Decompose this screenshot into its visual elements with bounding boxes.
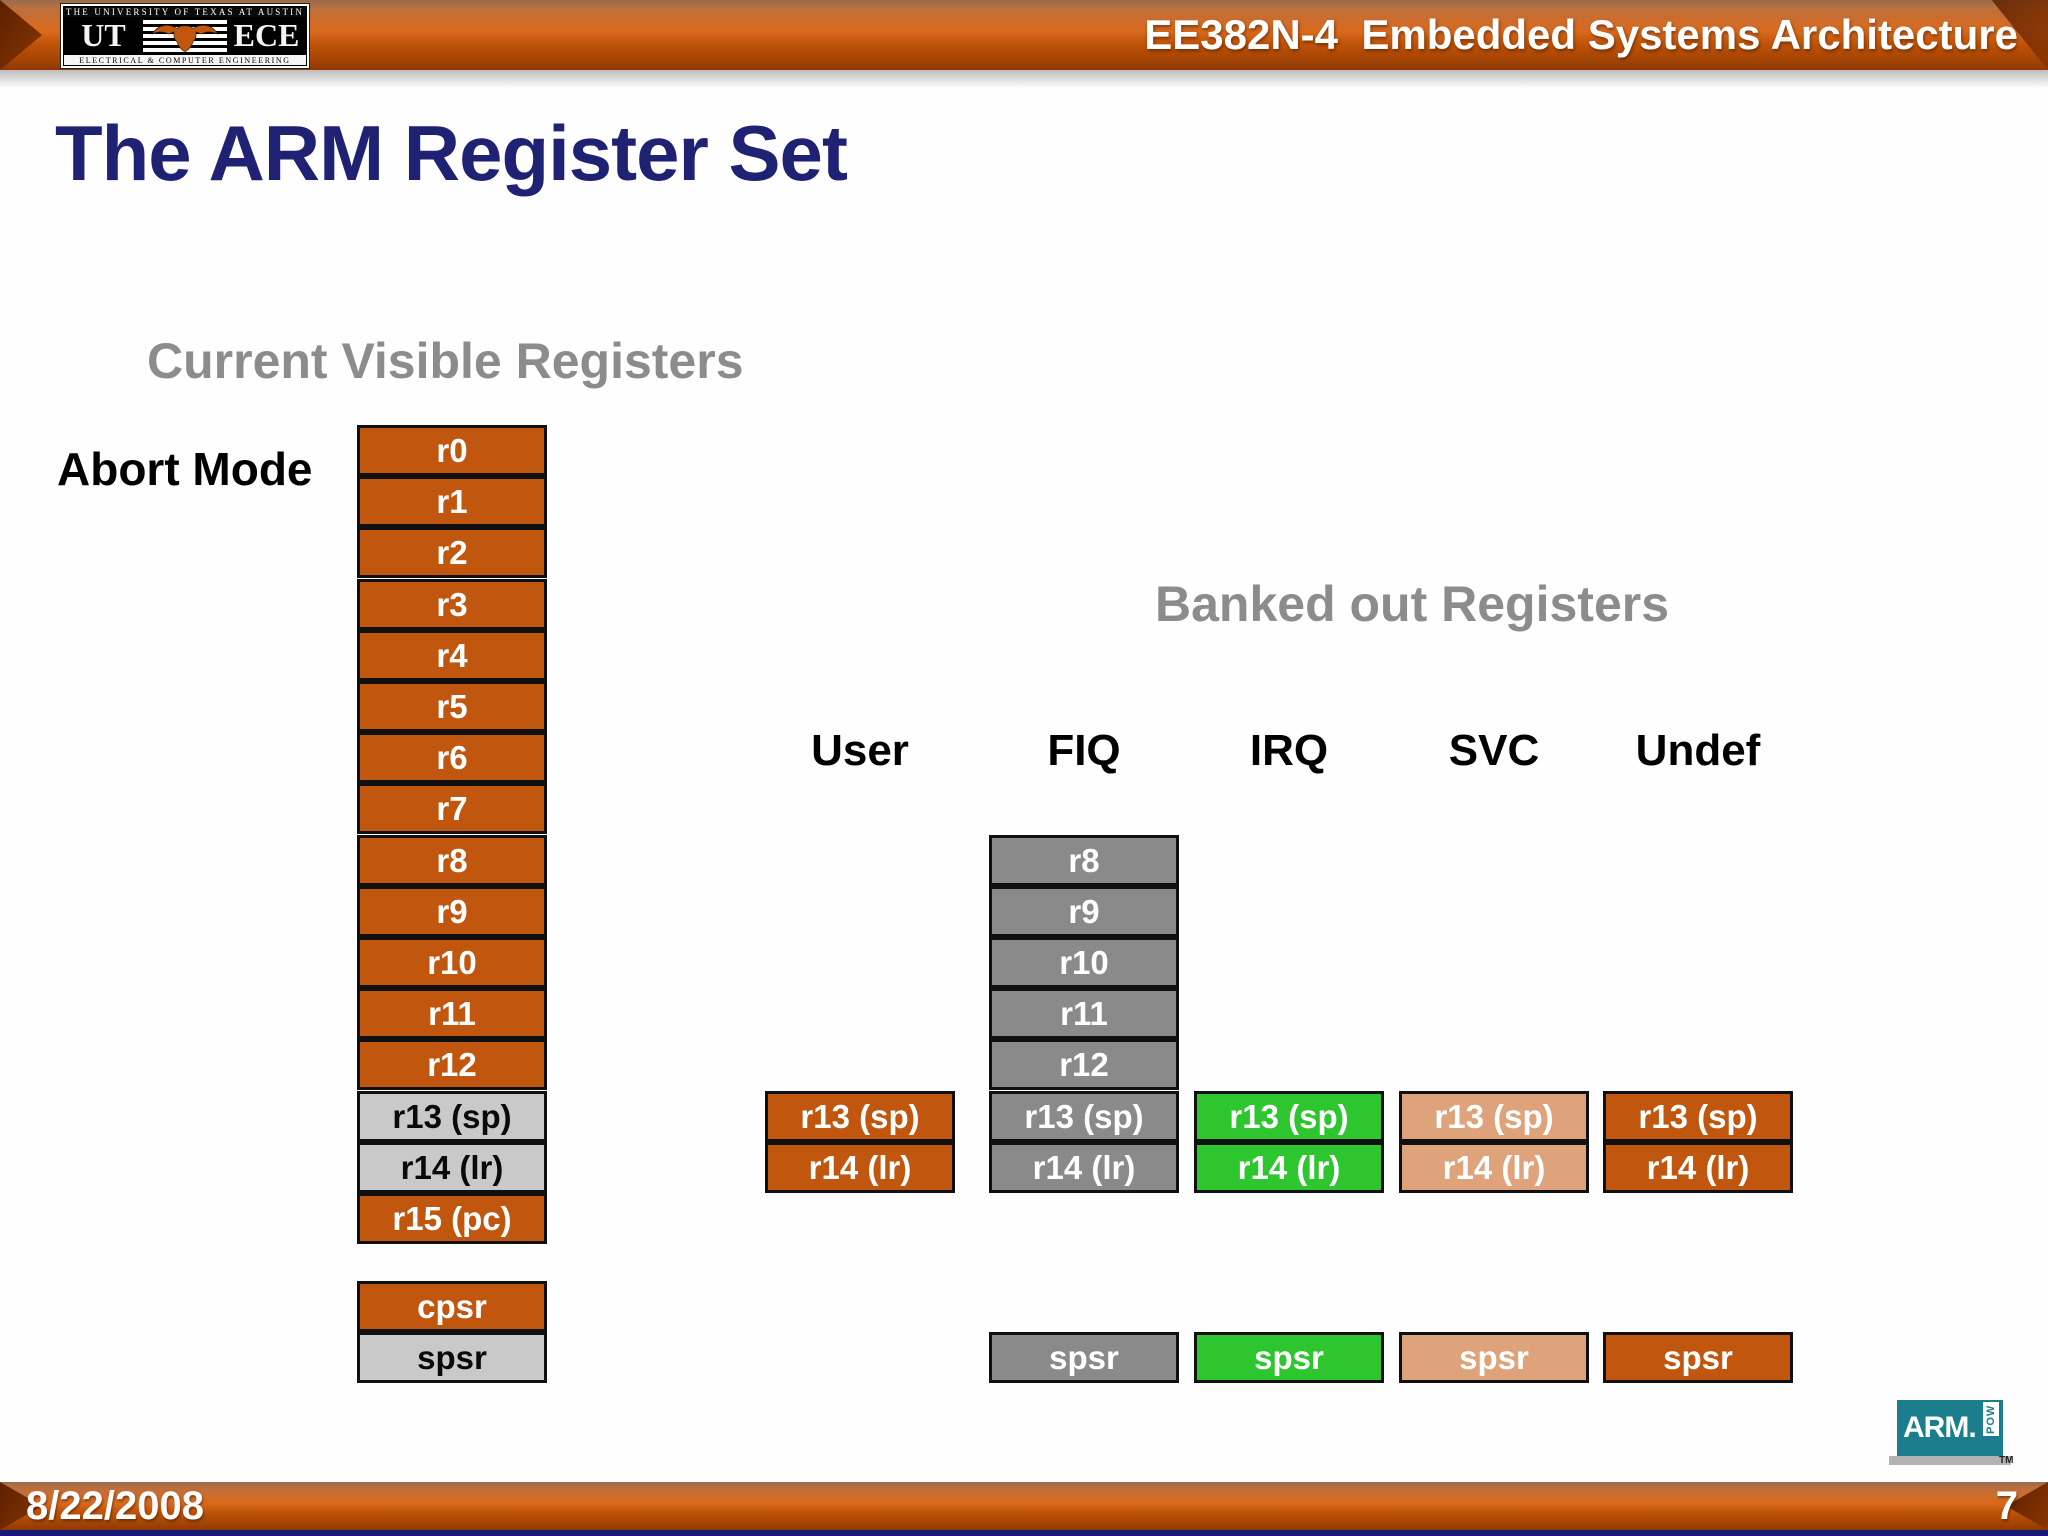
main-register-r3: r3	[357, 579, 547, 630]
footer-bar	[0, 1482, 2048, 1530]
arm-logo-shadow	[1889, 1456, 2011, 1465]
mode-header-undef: Undef	[1635, 726, 1761, 775]
fiq-register-r8: r8	[989, 835, 1179, 886]
main-register-r15: r15 (pc)	[357, 1193, 547, 1244]
main-register-r7: r7	[357, 783, 547, 834]
irq-register-r13: r13 (sp)	[1194, 1091, 1384, 1142]
main-register-r13: r13 (sp)	[357, 1091, 547, 1142]
longhorn-icon	[151, 24, 219, 52]
fiq-register-r11: r11	[989, 988, 1179, 1039]
fiq-register-r9: r9	[989, 886, 1179, 937]
mode-header-irq: IRQ	[1249, 726, 1329, 775]
logo-bottom-line: ELECTRICAL & COMPUTER ENGINEERING	[64, 54, 306, 65]
current-registers-heading: Current Visible Registers	[147, 333, 744, 389]
main-register-r11: r11	[357, 988, 547, 1039]
mode-header-user: User	[811, 726, 909, 775]
main-register-r5: r5	[357, 681, 547, 732]
logo-top-line: THE UNIVERSITY OF TEXAS AT AUSTIN	[64, 7, 306, 18]
footer-date: 8/22/2008	[26, 1484, 204, 1528]
logo-ut-text: UT	[64, 17, 143, 55]
main-register-r0: r0	[357, 425, 547, 476]
main-register-r12: r12	[357, 1039, 547, 1090]
arm-powered-logo: ARM.	[1897, 1400, 2003, 1456]
arm-trademark: TM	[1999, 1455, 2014, 1466]
ut-ece-logo-inner: THE UNIVERSITY OF TEXAS AT AUSTIN UT ECE…	[63, 6, 307, 66]
banked-registers-heading: Banked out Registers	[1155, 576, 1670, 632]
main-register-r8: r8	[357, 835, 547, 886]
fiq-register-r13: r13 (sp)	[989, 1091, 1179, 1142]
mode-header-fiq: FIQ	[1047, 726, 1121, 775]
main-spsr: spsr	[357, 1332, 547, 1383]
irq-spsr: spsr	[1194, 1332, 1384, 1383]
logo-ece-text: ECE	[227, 17, 306, 55]
arm-powered-vertical-text: POW	[1983, 1402, 1999, 1436]
main-register-r2: r2	[357, 527, 547, 578]
main-register-r4: r4	[357, 630, 547, 681]
page-number: 7	[1995, 1484, 2018, 1528]
header-shadow	[0, 70, 2048, 88]
undef-spsr: spsr	[1603, 1332, 1793, 1383]
course-title: EE382N-4 Embedded Systems Architecture	[1144, 11, 2018, 58]
abort-mode-label: Abort Mode	[57, 443, 313, 495]
undef-register-r13: r13 (sp)	[1603, 1091, 1793, 1142]
fiq-register-r10: r10	[989, 937, 1179, 988]
header-left-bevel	[0, 0, 42, 70]
arm-logo-text: ARM.	[1903, 1411, 1977, 1444]
page-title: The ARM Register Set	[55, 109, 848, 197]
logo-middle-row: UT ECE	[64, 17, 306, 55]
svc-register-r14: r14 (lr)	[1399, 1142, 1589, 1193]
irq-register-r14: r14 (lr)	[1194, 1142, 1384, 1193]
footer-navy-strip	[0, 1530, 2048, 1536]
main-register-r6: r6	[357, 732, 547, 783]
svc-spsr: spsr	[1399, 1332, 1589, 1383]
main-register-r1: r1	[357, 476, 547, 527]
ut-ece-logo: THE UNIVERSITY OF TEXAS AT AUSTIN UT ECE…	[60, 3, 310, 69]
main-cpsr: cpsr	[357, 1281, 547, 1332]
undef-register-r14: r14 (lr)	[1603, 1142, 1793, 1193]
header-bar	[0, 0, 2048, 70]
main-register-r9: r9	[357, 886, 547, 937]
mode-header-svc: SVC	[1448, 726, 1540, 775]
fiq-spsr: spsr	[989, 1332, 1179, 1383]
user-register-r13: r13 (sp)	[765, 1091, 955, 1142]
fiq-register-r12: r12	[989, 1039, 1179, 1090]
fiq-register-r14: r14 (lr)	[989, 1142, 1179, 1193]
svc-register-r13: r13 (sp)	[1399, 1091, 1589, 1142]
main-register-r10: r10	[357, 937, 547, 988]
main-register-r14: r14 (lr)	[357, 1142, 547, 1193]
longhorn-panel	[143, 17, 227, 55]
user-register-r14: r14 (lr)	[765, 1142, 955, 1193]
